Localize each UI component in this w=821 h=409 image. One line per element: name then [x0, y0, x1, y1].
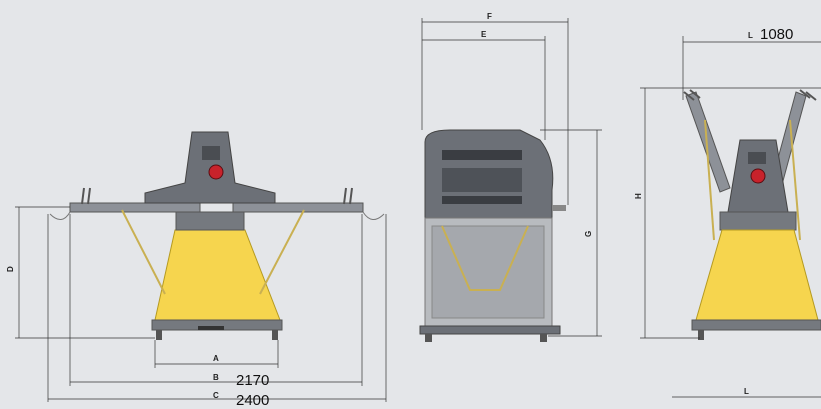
- dim-label-l: L: [748, 31, 753, 40]
- dimension-b-value: 2170: [236, 372, 270, 389]
- dim-label-c: C: [213, 391, 219, 400]
- dimension-l-value: 1080: [760, 26, 794, 43]
- dim-label-e: E: [481, 30, 487, 39]
- front-dimensions: [15, 206, 387, 402]
- left-raised-table: [685, 91, 731, 193]
- right-support-arm: [259, 209, 305, 295]
- dim-label-l-bottom: L: [744, 387, 749, 396]
- raised-dimensions: [640, 36, 821, 398]
- right-table-hook: [343, 187, 353, 205]
- side-dimensions: [421, 18, 602, 337]
- dim-label-a: A: [213, 354, 219, 363]
- left-support-arm: [121, 209, 166, 295]
- raised-view: [683, 89, 821, 340]
- right-table: [232, 202, 364, 213]
- raised-machine-base: [695, 229, 819, 321]
- raised-emergency-stop-button: [750, 168, 766, 184]
- dim-label-f: F: [487, 12, 492, 21]
- dim-label-g: G: [584, 231, 593, 237]
- dimension-c-value: 2400: [236, 392, 270, 409]
- left-table-hook: [81, 187, 91, 205]
- dim-label-d: D: [6, 266, 15, 272]
- machine-base: [154, 229, 281, 321]
- side-view: [419, 129, 566, 342]
- emergency-stop-button: [208, 164, 224, 180]
- dim-label-b: B: [213, 373, 219, 382]
- left-table: [69, 202, 201, 213]
- dim-label-h: H: [634, 193, 643, 199]
- front-view: [49, 131, 385, 340]
